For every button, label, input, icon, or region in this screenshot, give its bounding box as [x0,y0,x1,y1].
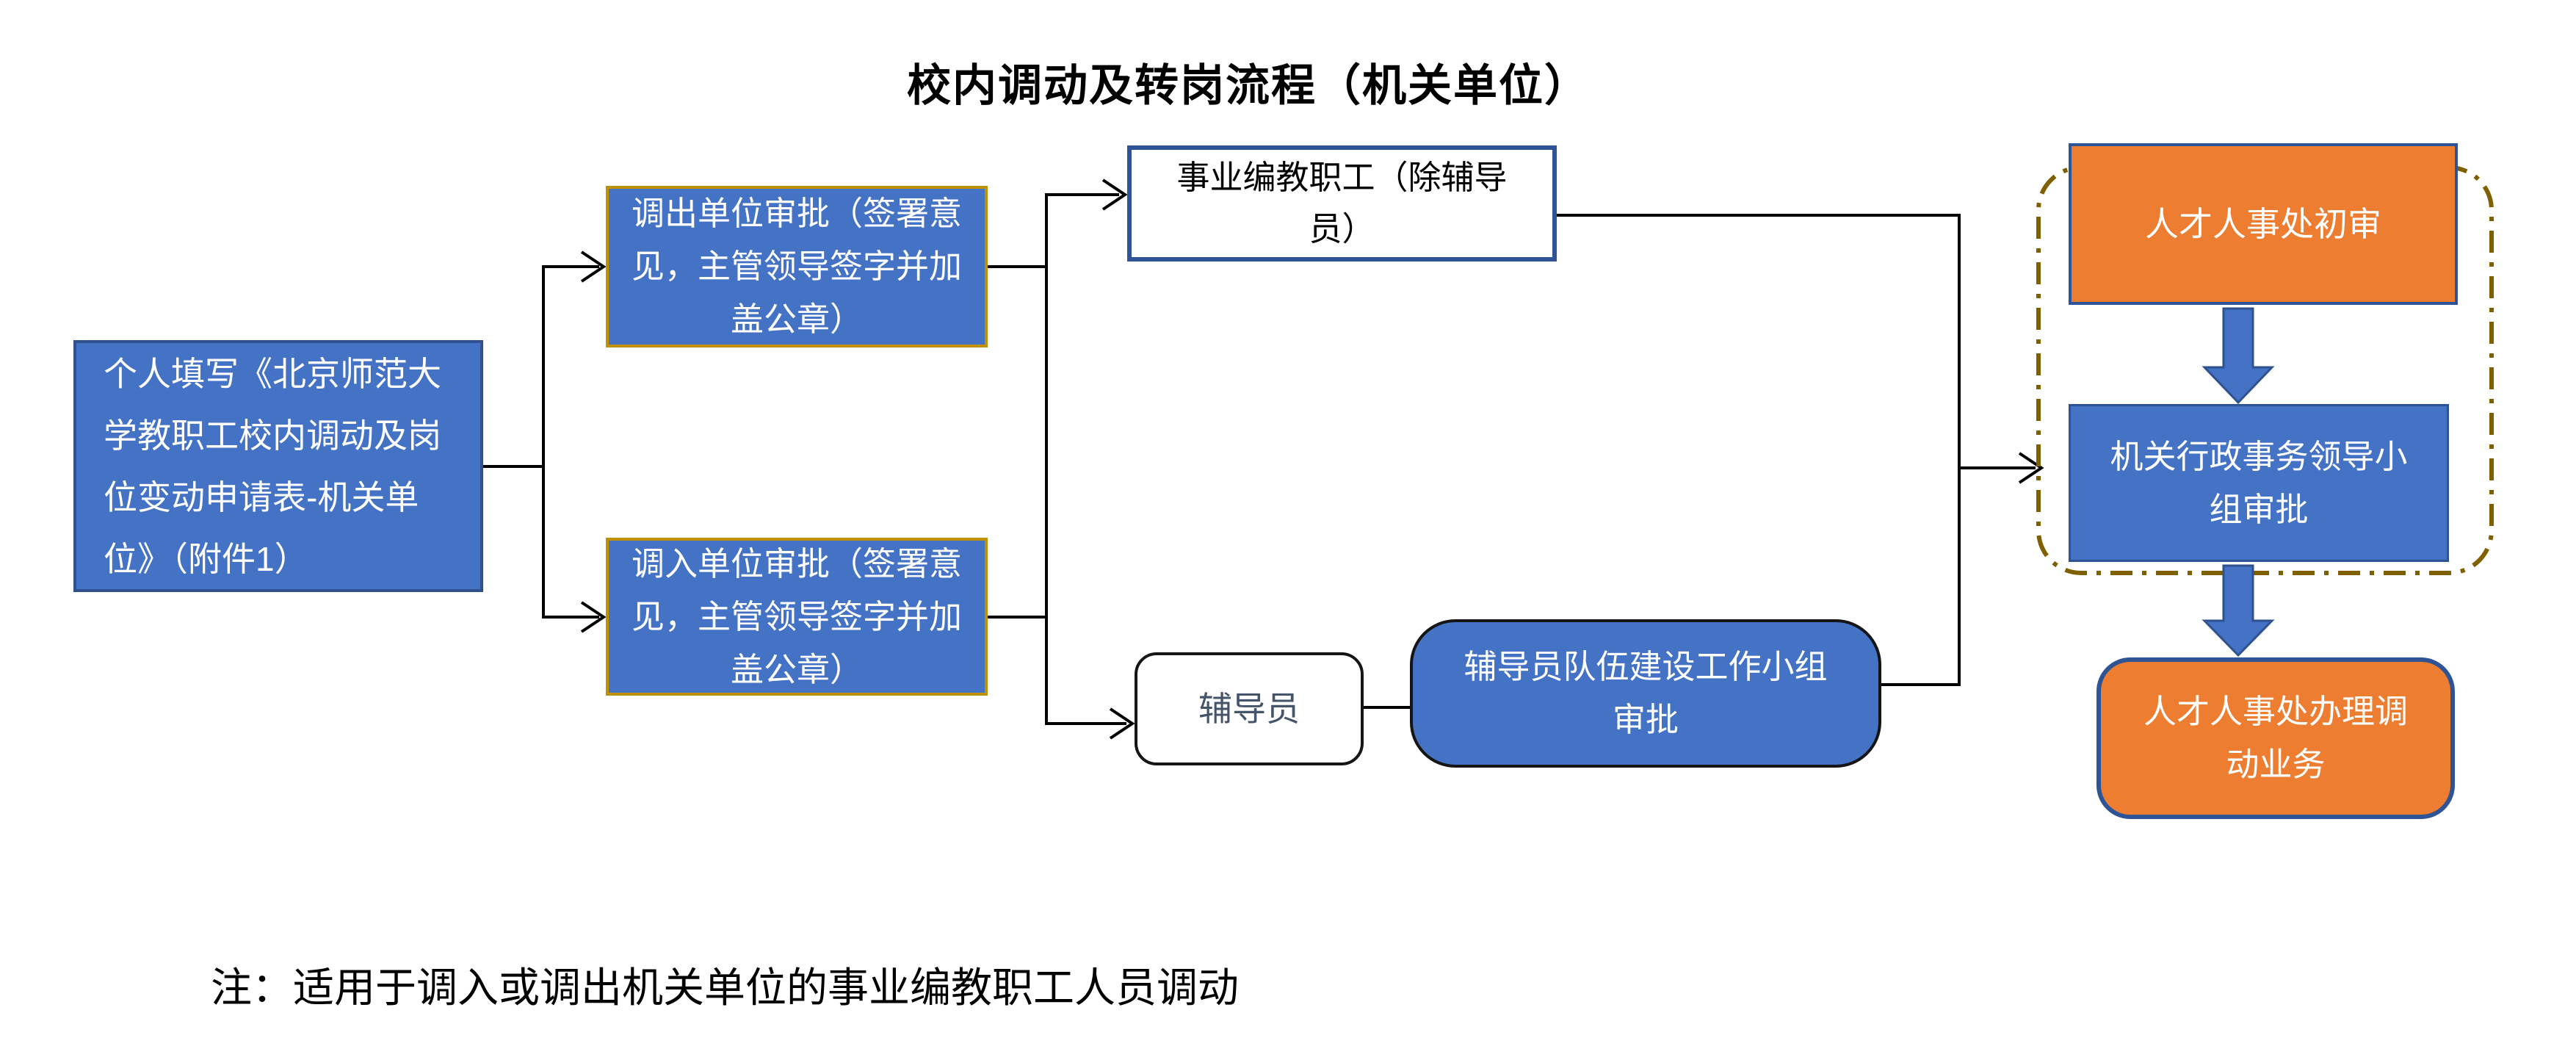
node-admin-leading-group-approval: 机关行政事务领导小组审批 [2069,404,2449,562]
block-arrow-down-1-icon [2201,307,2275,405]
node-counselor: 辅导员 [1135,652,1364,765]
arrowhead-transfer-in-icon [580,601,607,633]
footnote: 注：适用于调入或调出机关单位的事业编教职工人员调动 [211,966,1239,1012]
node-hr-transfer-processing: 人才人事处办理调动业务 [2096,657,2455,819]
node-staff-non-counselor: 事业编教职工（除辅导员） [1127,145,1557,262]
node-counselor-group-approval: 辅导员队伍建设工作小组审批 [1410,619,1881,768]
arrowhead-transfer-out-icon [580,250,607,283]
node-transfer-out-approval: 调出单位审批（签署意见，主管领导签字并加盖公章） [606,186,988,347]
arrowhead-counselor-icon [1109,707,1135,740]
page-title: 校内调动及转岗流程（机关单位） [907,62,1590,110]
node-hr-initial-review: 人才人事处初审 [2069,143,2458,305]
node-personal-application: 个人填写《北京师范大学教职工校内调动及岗位变动申请表-机关单位》（附件1） [73,340,483,592]
arrowhead-staff-icon [1101,179,1128,211]
block-arrow-down-2-icon [2201,564,2275,657]
arrowhead-admin-group-icon [2018,452,2044,484]
node-transfer-in-approval: 调入单位审批（签署意见，主管领导签字并加盖公章） [606,538,988,696]
